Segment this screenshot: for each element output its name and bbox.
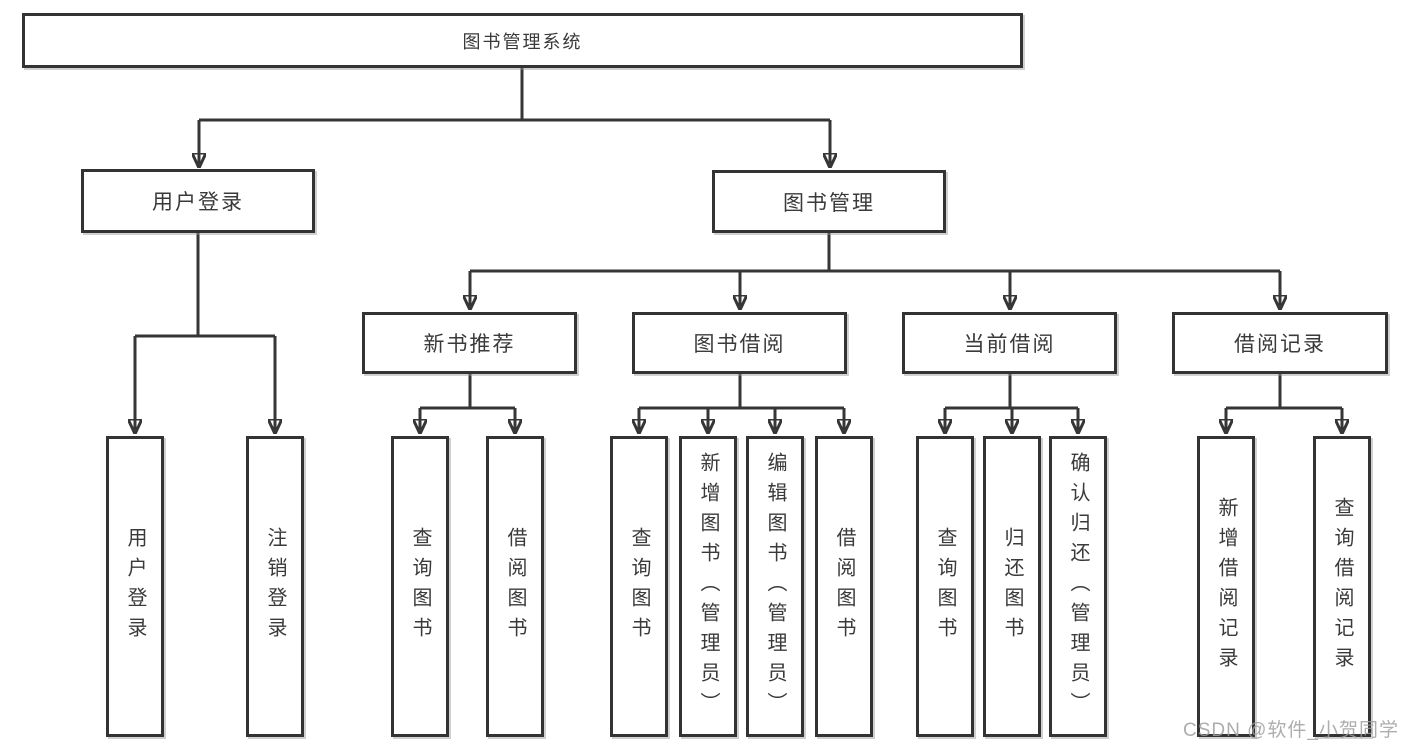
node-book-borrow-label: 图书借阅 [693, 333, 786, 356]
leaf-add-borrow-record-label: 新增借阅记录 [1215, 496, 1237, 677]
leaf-confirm-return-admin-label: 确认归还（管理员） [1067, 451, 1089, 722]
node-book-management-label: 图书管理 [783, 191, 875, 215]
leaf-logout: 注销登录 [246, 436, 304, 737]
leaf-add-books-admin-label: 新增图书（管理员） [697, 451, 719, 722]
csdn-watermark: CSDN @软件_小贺同学 [1183, 720, 1399, 741]
leaf-edit-books-admin-label: 编辑图书（管理员） [764, 451, 786, 722]
leaf-query-borrow-record: 查询借阅记录 [1313, 436, 1371, 737]
connector-user-login-to-leaves [135, 233, 275, 430]
connector-root-to-level1 [199, 68, 830, 164]
leaf-current-query-books: 查询图书 [916, 436, 974, 737]
node-root-system: 图书管理系统 [22, 13, 1023, 68]
leaf-borrow-query-books-label: 查询图书 [628, 526, 650, 647]
node-root-label: 图书管理系统 [462, 31, 583, 52]
node-current-borrow: 当前借阅 [902, 312, 1117, 374]
connector-book-borrow-to-leaves [639, 374, 844, 430]
node-current-borrow-label: 当前借阅 [963, 333, 1056, 356]
leaf-add-books-admin: 新增图书（管理员） [679, 436, 737, 737]
node-user-login-label: 用户登录 [152, 191, 244, 214]
leaf-user-login: 用户登录 [106, 436, 164, 737]
leaf-return-books: 归还图书 [983, 436, 1041, 737]
node-user-login: 用户登录 [81, 169, 315, 233]
leaf-edit-books-admin: 编辑图书（管理员） [746, 436, 804, 737]
leaf-recommend-borrow-books-label: 借阅图书 [504, 526, 526, 647]
node-borrow-records: 借阅记录 [1172, 312, 1388, 374]
connector-book-management-to-level2 [470, 233, 1280, 306]
leaf-confirm-return-admin: 确认归还（管理员） [1049, 436, 1107, 737]
node-new-book-recommend-label: 新书推荐 [423, 333, 516, 356]
leaf-borrow-books: 借阅图书 [815, 436, 873, 737]
leaf-user-login-label: 用户登录 [124, 526, 146, 647]
node-book-management: 图书管理 [712, 170, 946, 233]
leaf-query-borrow-record-label: 查询借阅记录 [1331, 496, 1353, 677]
node-borrow-records-label: 借阅记录 [1234, 333, 1326, 356]
leaf-current-query-books-label: 查询图书 [934, 526, 956, 647]
node-book-borrow: 图书借阅 [632, 312, 847, 374]
leaf-recommend-query-books: 查询图书 [391, 436, 449, 737]
connector-current-borrow-to-leaves [945, 374, 1078, 430]
leaf-recommend-borrow-books: 借阅图书 [486, 436, 544, 737]
leaf-logout-label: 注销登录 [264, 526, 286, 647]
connector-new-book-recommend-to-leaves [420, 374, 515, 430]
leaf-borrow-query-books: 查询图书 [610, 436, 668, 737]
node-new-book-recommend: 新书推荐 [362, 312, 577, 374]
leaf-borrow-books-label: 借阅图书 [833, 526, 855, 647]
leaf-recommend-query-books-label: 查询图书 [409, 526, 431, 647]
connector-borrow-records-to-leaves [1226, 374, 1342, 430]
leaf-return-books-label: 归还图书 [1001, 526, 1023, 647]
leaf-add-borrow-record: 新增借阅记录 [1197, 436, 1255, 737]
